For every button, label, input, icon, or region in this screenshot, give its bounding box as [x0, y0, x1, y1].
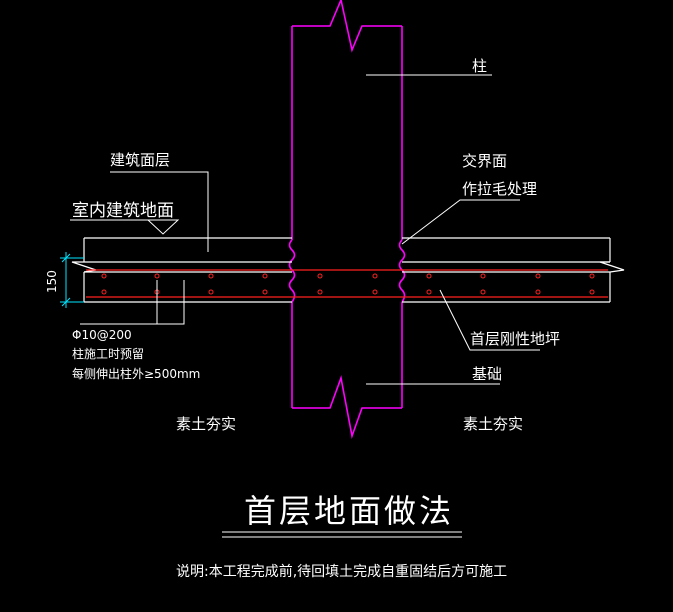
label-foundation: 基础 [472, 365, 502, 383]
label-slab: 首层刚性地坪 [470, 330, 560, 348]
interface-wave-left [288, 239, 296, 303]
label-rebar-1: Φ10@200 [72, 328, 132, 342]
column-top-break [292, 0, 402, 53]
slab [71, 237, 625, 303]
label-soil-right: 素土夯实 [463, 415, 523, 433]
column [288, 0, 406, 440]
column-bottom-break [292, 375, 402, 440]
leaders [70, 74, 540, 385]
label-rebar-2: 柱施工时预留 [72, 346, 144, 361]
label-rebar-3: 每侧伸出柱外≥500mm [72, 366, 200, 381]
drawing-note: 说明:本工程完成前,待回填土完成自重固结后方可施工 [176, 563, 507, 580]
drawing-title: 首层地面做法 [244, 492, 454, 530]
rebar [86, 269, 608, 298]
rebar-dots [101, 273, 595, 295]
interface-wave-right [398, 239, 406, 303]
dimension-label: 150 [45, 270, 59, 293]
label-interface-2: 作拉毛处理 [462, 180, 537, 198]
dimension-150 [60, 252, 84, 308]
label-column: 柱 [472, 57, 487, 75]
label-building-surface: 建筑面层 [110, 151, 170, 169]
label-interface-1: 交界面 [462, 152, 507, 170]
label-indoor-floor: 室内建筑地面 [72, 201, 174, 221]
label-soil-left: 素土夯实 [176, 415, 236, 433]
